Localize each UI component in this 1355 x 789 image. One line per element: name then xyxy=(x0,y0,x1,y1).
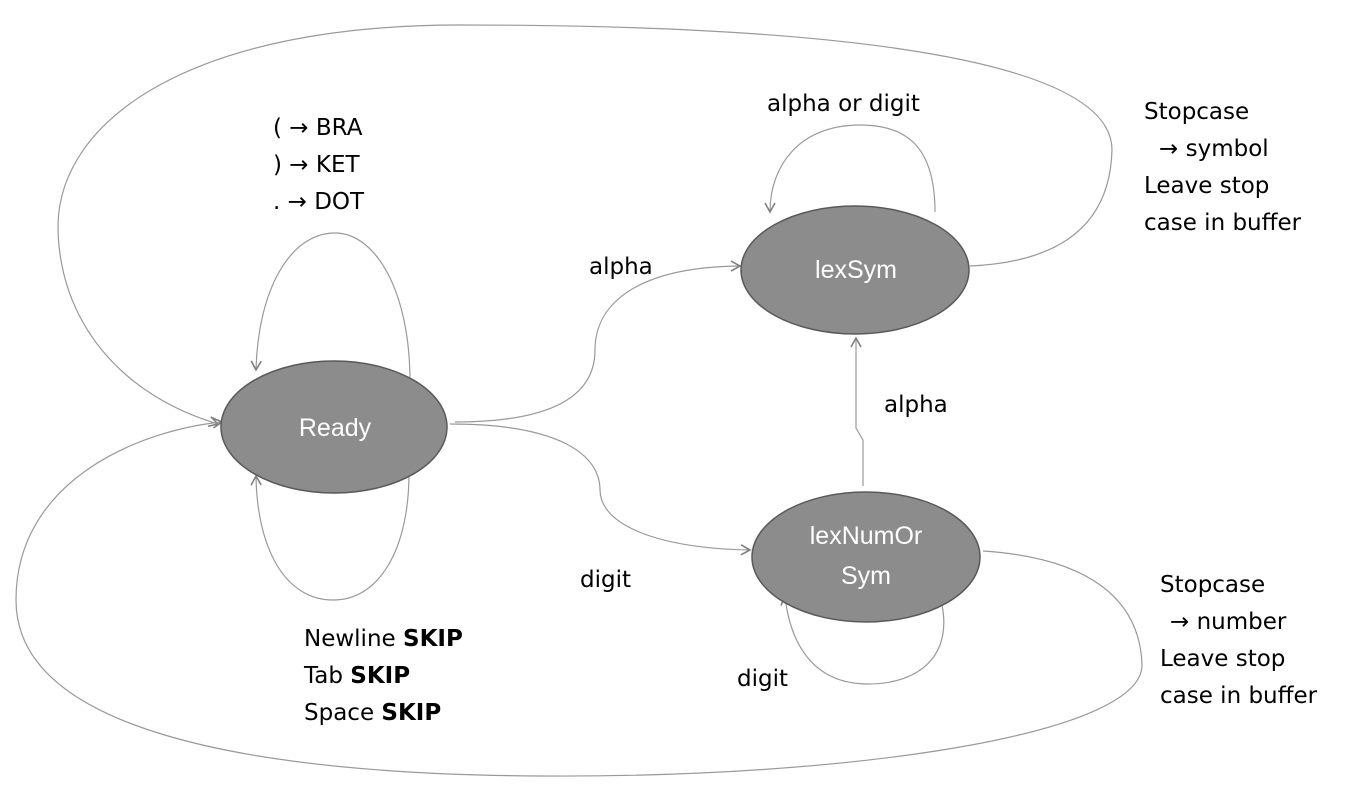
space-rule: Space SKIP xyxy=(304,695,463,732)
stopcase-text: Stopcase xyxy=(1144,99,1250,125)
lexsym-stop-label: Stopcase → symbol Leave stop case in buf… xyxy=(1144,94,1301,242)
lexnum-stop-edge xyxy=(15,417,1143,777)
dot-rule: . → DOT xyxy=(273,184,364,221)
skip-action: SKIP xyxy=(350,663,411,689)
ket-char: ) xyxy=(273,152,282,178)
dot-char: . xyxy=(273,189,281,215)
ready-to-lexsym-edge xyxy=(454,260,742,423)
skip-action: SKIP xyxy=(403,626,463,652)
bra-rule: ( → BRA xyxy=(273,110,364,147)
lexnum-to-lexsym-edge xyxy=(850,336,864,486)
lexnum-to-lexsym-label: alpha xyxy=(884,392,948,418)
ket-token: KET xyxy=(315,152,360,178)
arrow-icon: → xyxy=(289,115,309,141)
arrow-icon: → xyxy=(287,189,307,215)
arrow-icon: → xyxy=(1170,609,1190,635)
ready-to-lexnum-edge xyxy=(449,423,752,556)
lexnum-label-line1: lexNumOr xyxy=(810,522,923,550)
ready-top-loop-edge xyxy=(250,232,411,383)
lexsym-label: lexSym xyxy=(815,256,897,284)
arrow-icon: → xyxy=(289,152,309,178)
dot-token: DOT xyxy=(314,189,365,215)
ready-to-lexnum-label: digit xyxy=(580,567,631,593)
state-lexnumorsym: lexNumOr Sym xyxy=(751,491,981,623)
ready-top-loop-label: ( → BRA ) → KET . → DOT xyxy=(273,110,364,221)
number-text: number xyxy=(1196,609,1287,635)
arrow-icon: → xyxy=(1159,136,1179,162)
lexnum-loop-label: digit xyxy=(737,666,788,692)
leave-stop-text: Leave stop xyxy=(1144,173,1270,199)
lexnum-stop-label: Stopcase → number Leave stop case in buf… xyxy=(1160,567,1317,715)
case-in-buffer-text: case in buffer xyxy=(1160,683,1318,709)
symbol-text: symbol xyxy=(1185,136,1269,162)
symbol-line: → symbol xyxy=(1144,131,1301,168)
ready-to-lexsym-label: alpha xyxy=(589,254,653,280)
ready-label: Ready xyxy=(299,414,372,442)
lexnum-loop-edge xyxy=(780,594,945,685)
tab-text: Tab xyxy=(304,663,343,689)
ready-bottom-loop-label: Newline SKIP Tab SKIP Space SKIP xyxy=(304,621,463,732)
lexsym-loop-edge xyxy=(764,124,936,214)
space-text: Space xyxy=(304,700,375,726)
number-line: → number xyxy=(1160,604,1317,641)
bra-token: BRA xyxy=(315,115,363,141)
skip-action: SKIP xyxy=(381,700,442,726)
ket-rule: ) → KET xyxy=(273,147,364,184)
newline-rule: Newline SKIP xyxy=(304,621,463,658)
ready-bottom-loop-edge xyxy=(250,472,410,601)
state-lexsym: lexSym xyxy=(740,205,970,335)
bra-char: ( xyxy=(273,115,282,141)
newline-text: Newline xyxy=(304,626,396,652)
stopcase-text: Stopcase xyxy=(1160,572,1266,598)
leave-stop-text: Leave stop xyxy=(1160,646,1286,672)
lexsym-stop-edge xyxy=(57,24,1113,428)
case-in-buffer-text: case in buffer xyxy=(1144,210,1302,236)
lexsym-loop-label: alpha or digit xyxy=(767,91,920,117)
state-ready: Ready xyxy=(220,360,448,494)
lexnum-label-line2: Sym xyxy=(841,562,891,590)
tab-rule: Tab SKIP xyxy=(304,658,463,695)
